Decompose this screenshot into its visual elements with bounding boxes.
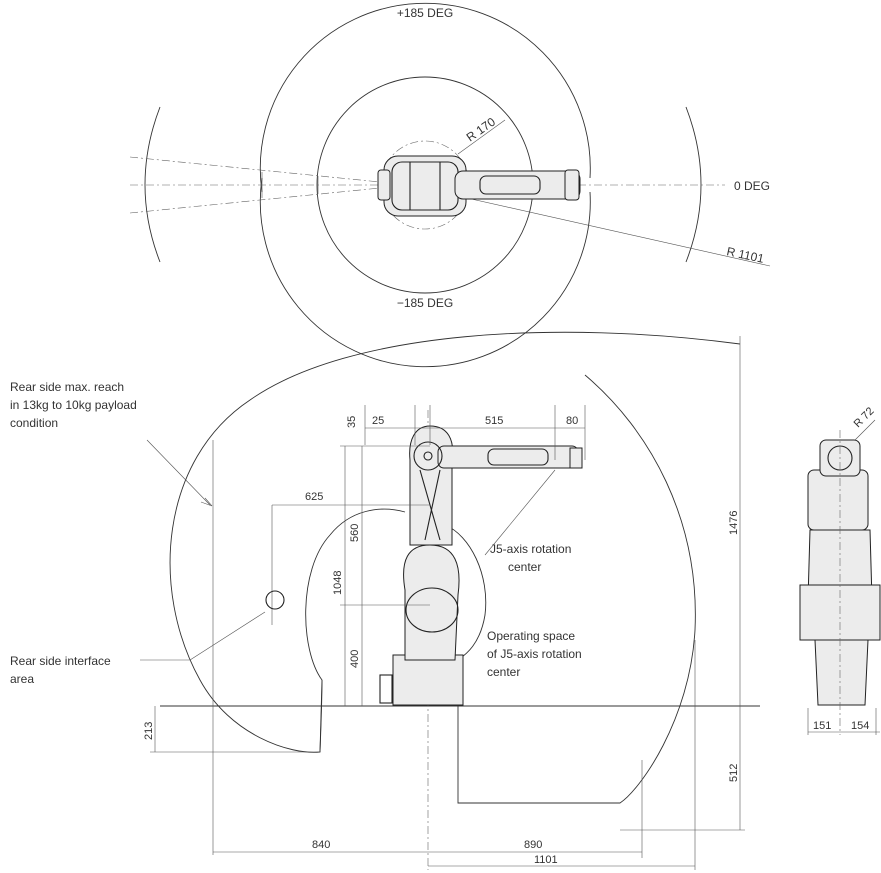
pos-angle-label: +185 DEG xyxy=(397,6,453,20)
reach-envelope-right xyxy=(457,374,696,804)
dim-890: 890 xyxy=(524,839,542,851)
dim-154: 154 xyxy=(851,720,869,732)
j5-space-arc xyxy=(444,524,487,661)
range-arc-upper xyxy=(259,2,591,193)
r1101-label: R 1101 xyxy=(725,244,765,266)
zero-angle-label: 0 DEG xyxy=(734,179,770,193)
rear-reach-leader xyxy=(146,439,211,506)
top-view: +185 DEG −185 DEG 0 DEG R 170 R 1101 xyxy=(129,2,771,368)
operating-space-text-1: Operating space xyxy=(487,629,575,643)
rear-reach-text-3: condition xyxy=(10,416,58,430)
side-view: 25 515 80 35 625 560 1048 400 213 1476 5… xyxy=(10,331,760,870)
outer-arc-left xyxy=(144,106,161,263)
dim-1476: 1476 xyxy=(728,511,740,535)
dim-560: 560 xyxy=(349,524,361,542)
dim-35: 35 xyxy=(346,416,358,428)
dim-840: 840 xyxy=(312,839,330,851)
dim-512: 512 xyxy=(728,764,740,782)
j5-center-leader xyxy=(484,469,556,556)
operating-space-text-3: center xyxy=(487,665,520,679)
operating-space-text-2: of J5-axis rotation xyxy=(487,647,582,661)
robot-top-view xyxy=(377,155,581,217)
fan-line-lower xyxy=(129,187,381,214)
r170-label: R 170 xyxy=(464,114,499,144)
dim-400: 400 xyxy=(349,650,361,668)
rear-interface-text-1: Rear side interface xyxy=(10,654,111,668)
rear-reach-text-1: Rear side max. reach xyxy=(10,380,124,394)
neg-angle-label: −185 DEG xyxy=(397,296,453,310)
rear-reach-text-2: in 13kg to 10kg payload xyxy=(10,398,137,412)
dim-213: 213 xyxy=(143,722,155,740)
j5-center-text-2: center xyxy=(508,560,541,574)
outer-arc-right xyxy=(685,106,702,263)
dim-25: 25 xyxy=(372,415,384,427)
dim-80: 80 xyxy=(566,415,578,427)
dim-1101: 1101 xyxy=(534,854,558,866)
dim-625: 625 xyxy=(305,491,323,503)
rear-interface-text-2: area xyxy=(10,672,34,686)
dim-1048: 1048 xyxy=(332,571,344,595)
r170-leader xyxy=(457,119,506,155)
range-arc-lower xyxy=(259,177,591,368)
dim-151: 151 xyxy=(813,720,831,732)
j5-center-text-1: J5-axis rotation xyxy=(490,542,571,556)
robot-side-view xyxy=(265,425,583,706)
j5-space-arc-left xyxy=(329,508,406,536)
r1101-leader xyxy=(457,195,771,267)
r72-label: R 72 xyxy=(852,405,877,430)
fan-line-upper xyxy=(129,156,381,183)
reach-envelope-left xyxy=(169,331,741,753)
front-view: 151 154 R 72 xyxy=(799,405,881,735)
dim-515: 515 xyxy=(485,415,503,427)
